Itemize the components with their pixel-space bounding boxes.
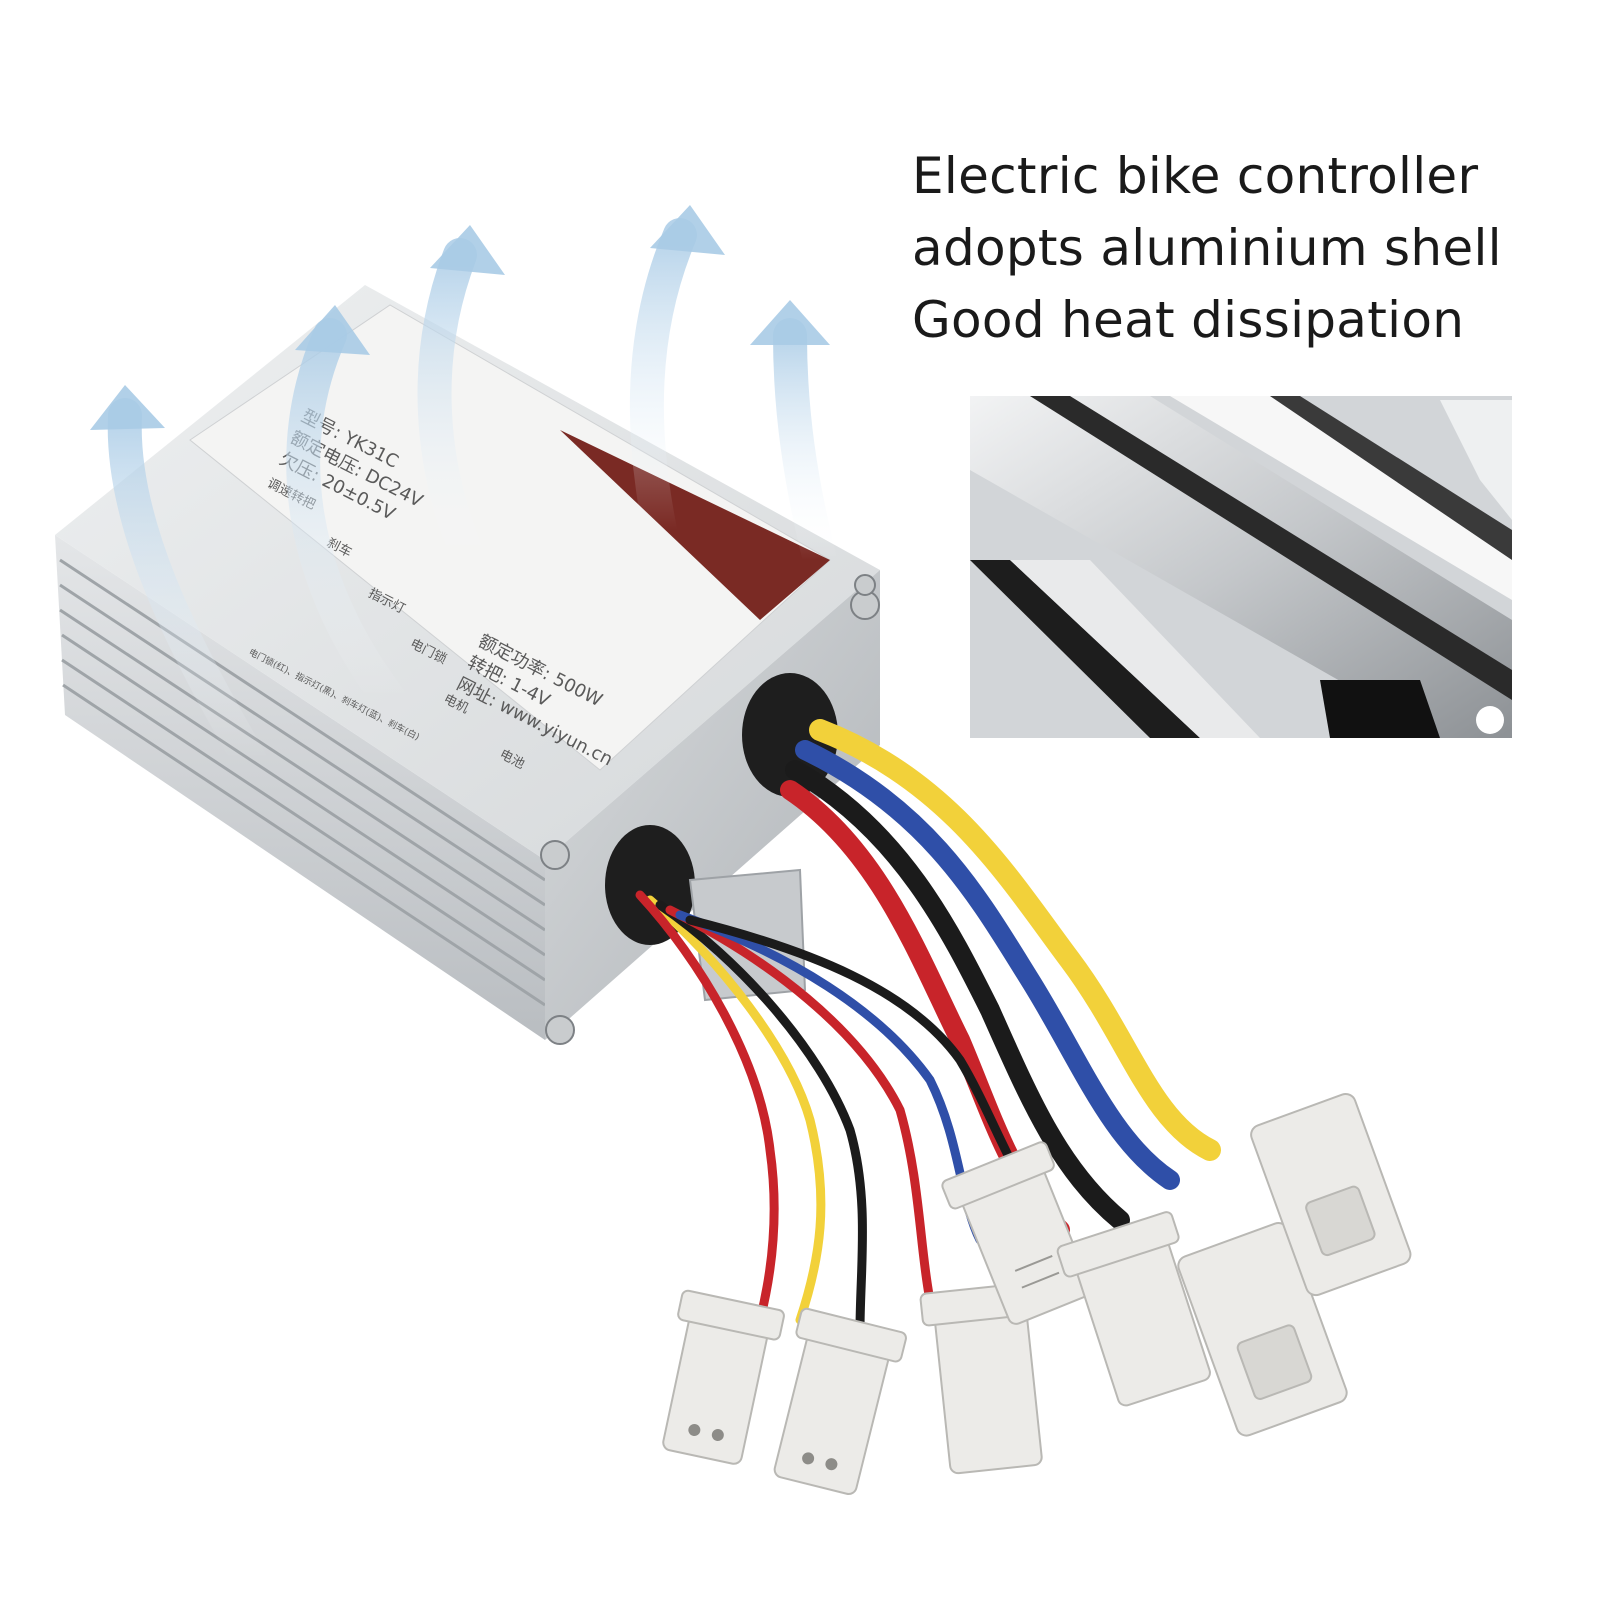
airflow-arrowheads	[90, 205, 830, 430]
headline-line-2: adopts aluminium shell	[912, 219, 1502, 277]
connector-plug	[1250, 1093, 1412, 1297]
label-red-band	[560, 430, 830, 620]
airflow-arrow	[286, 318, 407, 717]
arrowhead	[750, 300, 830, 345]
screw	[545, 1015, 575, 1045]
headline-line-3: Good heat dissipation	[912, 291, 1465, 349]
connector-plug	[773, 1307, 907, 1496]
feature-headline: Electric bike controller adopts aluminiu…	[912, 140, 1552, 356]
airflow-arrow	[629, 218, 697, 547]
airflow-arrows	[107, 218, 837, 777]
connector-plug	[1056, 1211, 1211, 1407]
aluminium-profile-inset	[970, 396, 1512, 738]
connectors	[662, 1093, 1412, 1496]
headline-line-1: Electric bike controller	[912, 147, 1479, 205]
arrowhead	[430, 225, 505, 275]
screw	[540, 840, 570, 870]
connector-plug	[662, 1289, 785, 1465]
screw	[854, 574, 876, 596]
airflow-arrow	[417, 238, 487, 577]
connector-plug	[941, 1141, 1092, 1325]
arrowhead	[90, 385, 165, 430]
arrowhead	[650, 205, 725, 255]
arrowhead	[295, 305, 370, 355]
airflow-arrow	[107, 398, 267, 777]
cooling-fins	[59, 558, 546, 1007]
cable-grommet	[742, 673, 838, 797]
airflow-arrow	[773, 318, 837, 577]
